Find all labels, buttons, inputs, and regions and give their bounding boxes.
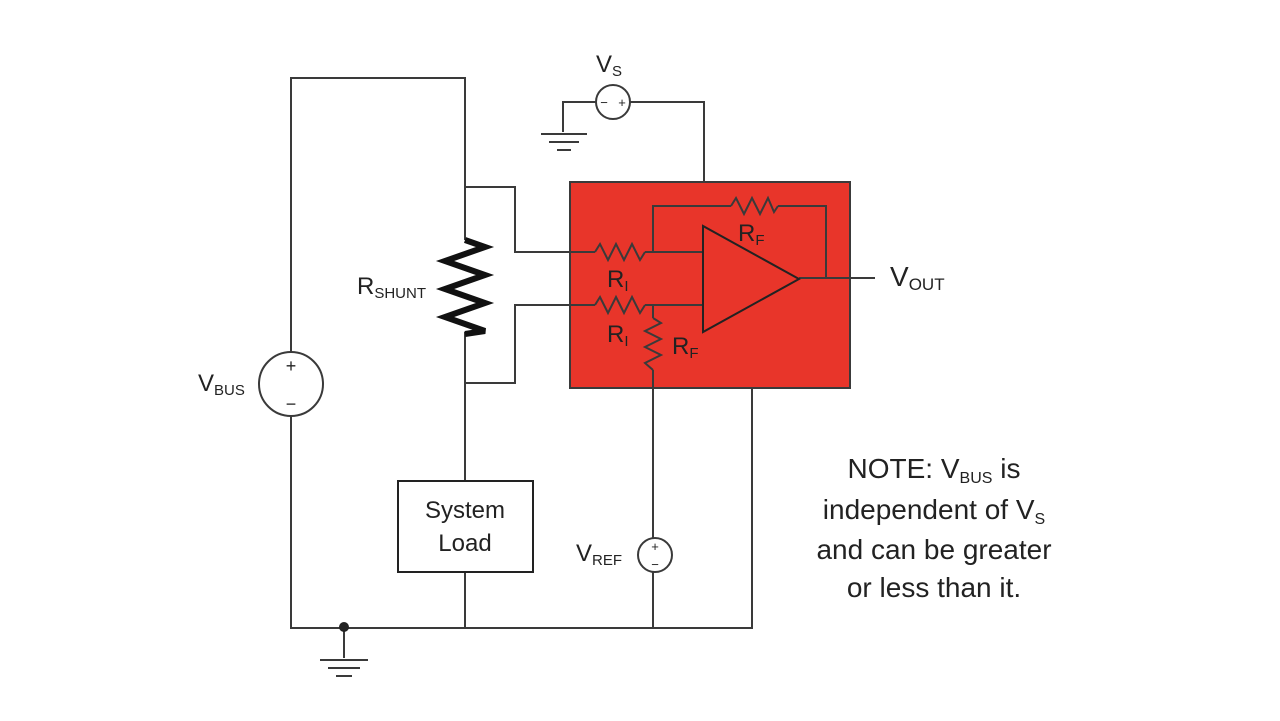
system-load-line1: System: [425, 497, 505, 524]
note-line-1-suffix: is: [992, 453, 1020, 484]
label-rshunt-sub: SHUNT: [374, 285, 426, 302]
wires: [290, 77, 875, 658]
vbus-source: [258, 351, 324, 417]
resistor-ri-top: [594, 241, 646, 263]
system-load-box: [397, 480, 534, 573]
note-line-1-sub: BUS: [960, 470, 993, 487]
label-rshunt-main: R: [357, 273, 374, 300]
vref-plus-sign: +: [651, 539, 659, 554]
label-vbus: VBUS: [198, 370, 245, 399]
system-load-line2: Load: [438, 530, 491, 557]
label-ri-bottom: RI: [607, 321, 629, 350]
resistor-rf-top: [730, 195, 779, 217]
label-vbus-main: V: [198, 370, 214, 397]
label-ri-bottom-main: R: [607, 321, 624, 348]
shunt-resistor: [435, 237, 495, 337]
label-vout-main: V: [890, 261, 909, 292]
label-rf-top-sub: F: [755, 232, 764, 249]
label-rf-bottom-sub: F: [689, 345, 698, 362]
current-sense-amplifier-block: [569, 181, 851, 389]
label-vout: VOUT: [890, 261, 945, 294]
vs-minus-sign: −: [600, 95, 608, 110]
note-line-1-prefix: NOTE: V: [848, 453, 960, 484]
ground-symbol-main: [320, 659, 368, 677]
label-vs: VS: [596, 51, 622, 80]
label-rf-bottom-main: R: [672, 333, 689, 360]
note-line-1: NOTE: VBUS is: [848, 453, 1021, 487]
note-line-2: independent of VS: [823, 494, 1045, 528]
op-amp: [702, 224, 802, 334]
note-line-3: and can be greater: [816, 534, 1051, 565]
label-ri-top: RI: [607, 266, 629, 295]
label-rf-bottom: RF: [672, 333, 699, 362]
vref-minus-sign: −: [651, 557, 659, 572]
label-ri-top-main: R: [607, 266, 624, 293]
note-line-2-sub: S: [1035, 511, 1046, 528]
label-vbus-sub: BUS: [214, 382, 245, 399]
label-vout-sub: OUT: [909, 275, 945, 294]
vref-source: [637, 537, 673, 573]
vs-plus-sign: +: [618, 95, 626, 110]
vbus-minus-sign: −: [286, 394, 297, 414]
label-rf-top: RF: [738, 220, 765, 249]
resistor-ri-bottom: [594, 294, 646, 316]
ground-junction-dot: [339, 622, 349, 632]
note-line-2-prefix: independent of V: [823, 494, 1035, 525]
vs-source: [595, 84, 631, 120]
note-line-4: or less than it.: [847, 572, 1021, 603]
label-vref-sub: REF: [592, 552, 622, 569]
label-vref-main: V: [576, 540, 592, 567]
label-ri-bottom-sub: I: [624, 333, 628, 350]
label-vs-main: V: [596, 51, 612, 78]
ground-symbol-vs: [541, 133, 587, 151]
label-vref: VREF: [576, 540, 622, 569]
label-vs-sub: S: [612, 63, 622, 80]
label-rf-top-main: R: [738, 220, 755, 247]
label-ri-top-sub: I: [624, 278, 628, 295]
resistor-rf-bottom: [642, 317, 664, 371]
vbus-plus-sign: +: [286, 356, 297, 376]
label-rshunt: RSHUNT: [357, 273, 426, 302]
